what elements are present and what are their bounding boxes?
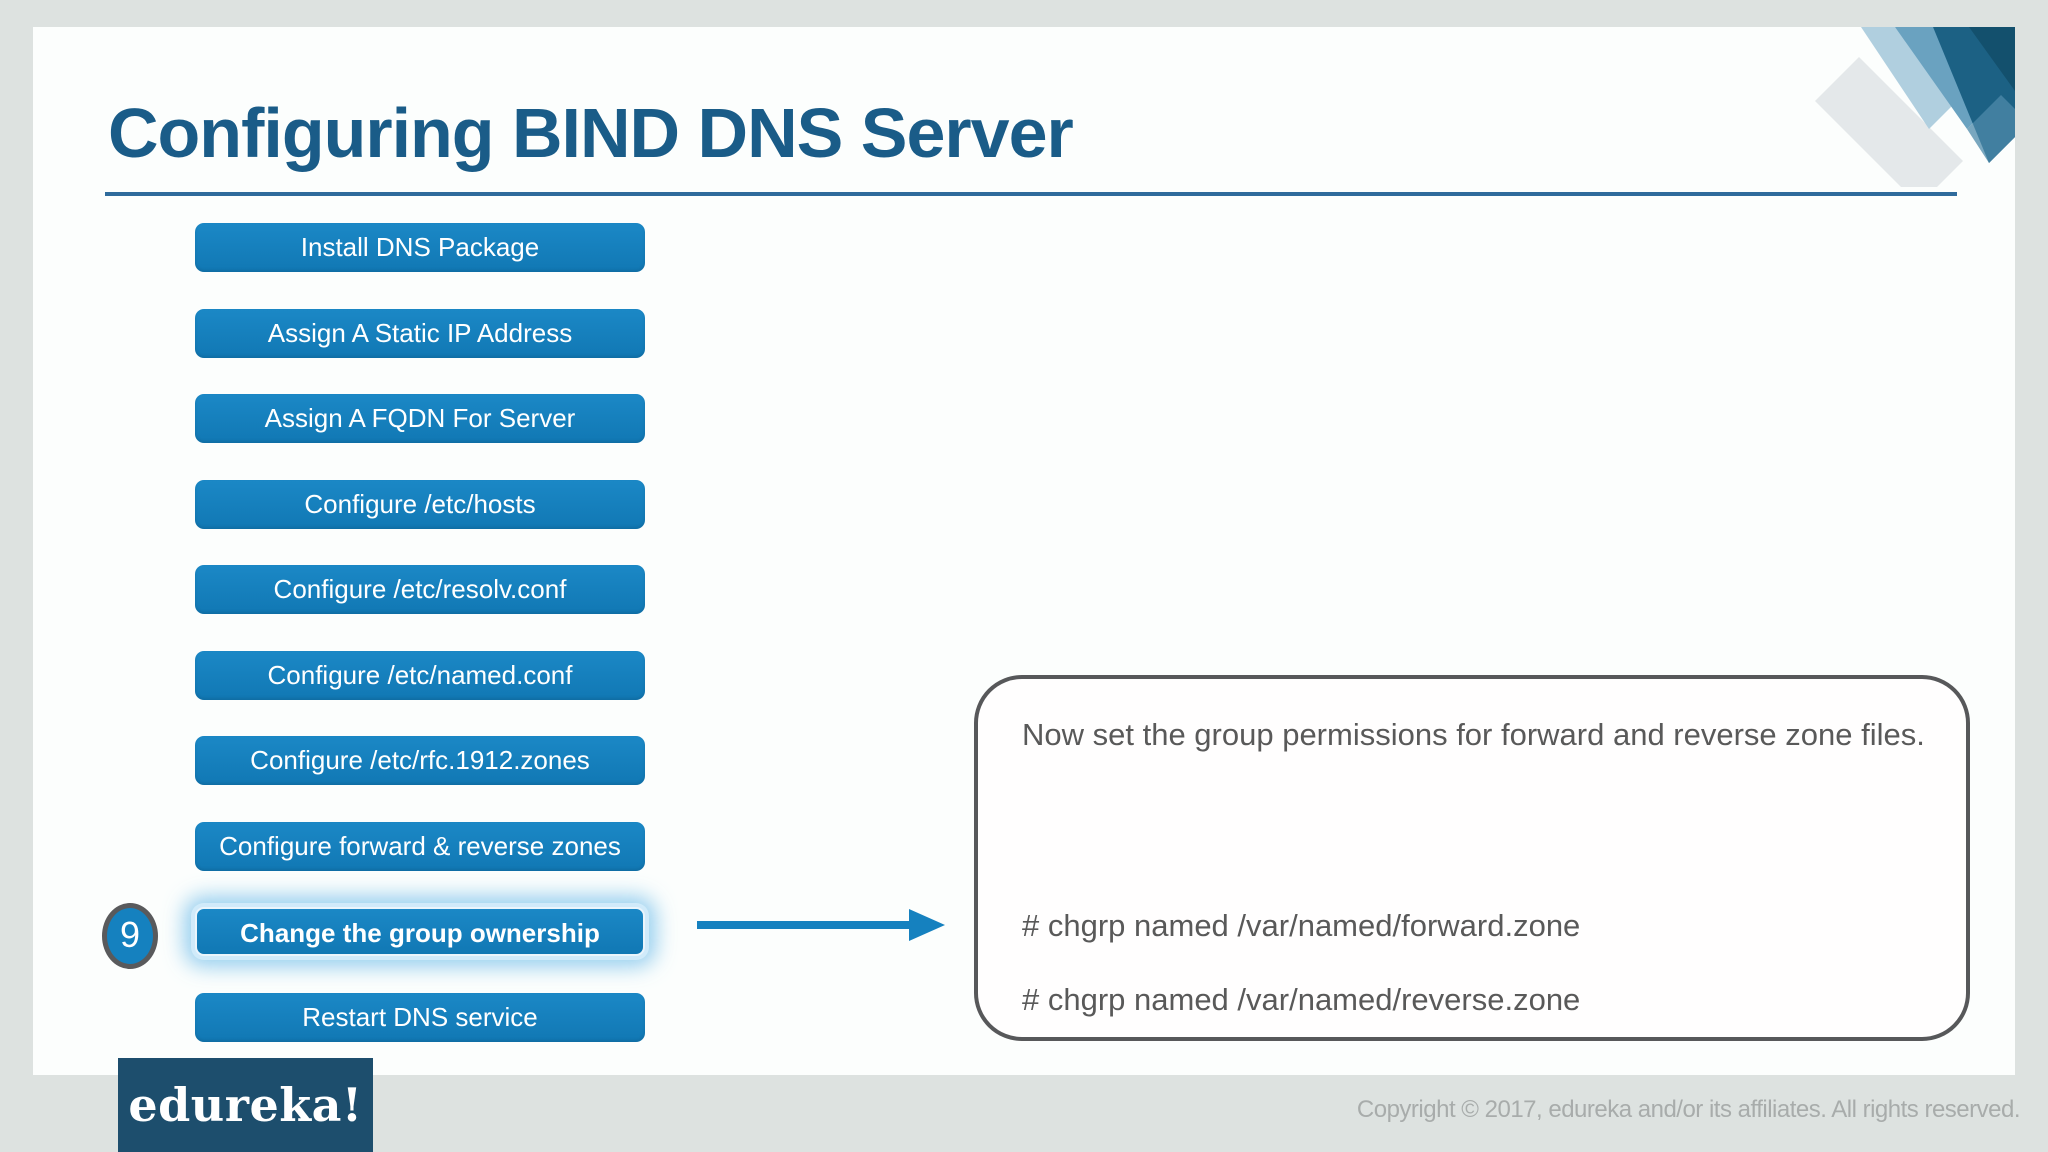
slide-canvas: Configuring BIND DNS Server Install DNS … <box>33 27 2015 1075</box>
step-button-assign-a-fqdn-for-server[interactable]: Assign A FQDN For Server <box>195 394 645 443</box>
copyright-text: Copyright © 2017, edureka and/or its aff… <box>1356 1096 2021 1123</box>
command-line: # chgrp named /var/named/forward.zone <box>1022 908 1581 943</box>
title-divider <box>105 192 1957 196</box>
callout-description: Now set the group permissions for forwar… <box>1022 717 1925 752</box>
step-button-configure-etc-hosts[interactable]: Configure /etc/hosts <box>195 480 645 529</box>
step-button-restart-dns-service[interactable]: Restart DNS service <box>195 993 645 1042</box>
corner-decoration-icon <box>1815 27 2015 187</box>
callout-box: Now set the group permissions for forwar… <box>974 675 1970 1041</box>
step-button-change-the-group-ownership[interactable]: Change the group ownership <box>195 907 645 956</box>
arrow-shaft <box>697 921 911 929</box>
arrow-head <box>909 909 945 941</box>
step-button-configure-etc-resolv-conf[interactable]: Configure /etc/resolv.conf <box>195 565 645 614</box>
page-title: Configuring BIND DNS Server <box>108 94 1074 172</box>
command-line: # chgrp named /var/named/reverse.zone <box>1022 982 1581 1017</box>
step-button-install-dns-package[interactable]: Install DNS Package <box>195 223 645 272</box>
step-button-configure-forward-reverse-zones[interactable]: Configure forward & reverse zones <box>195 822 645 871</box>
step-button-assign-a-static-ip-address[interactable]: Assign A Static IP Address <box>195 309 645 358</box>
step-button-configure-etc-named-conf[interactable]: Configure /etc/named.conf <box>195 651 645 700</box>
step-number-badge: 9 <box>102 903 158 969</box>
arrow-icon <box>697 909 947 941</box>
step-button-configure-etc-rfc-1912-zones[interactable]: Configure /etc/rfc.1912.zones <box>195 736 645 785</box>
edureka-logo: edureka! <box>118 1058 373 1152</box>
